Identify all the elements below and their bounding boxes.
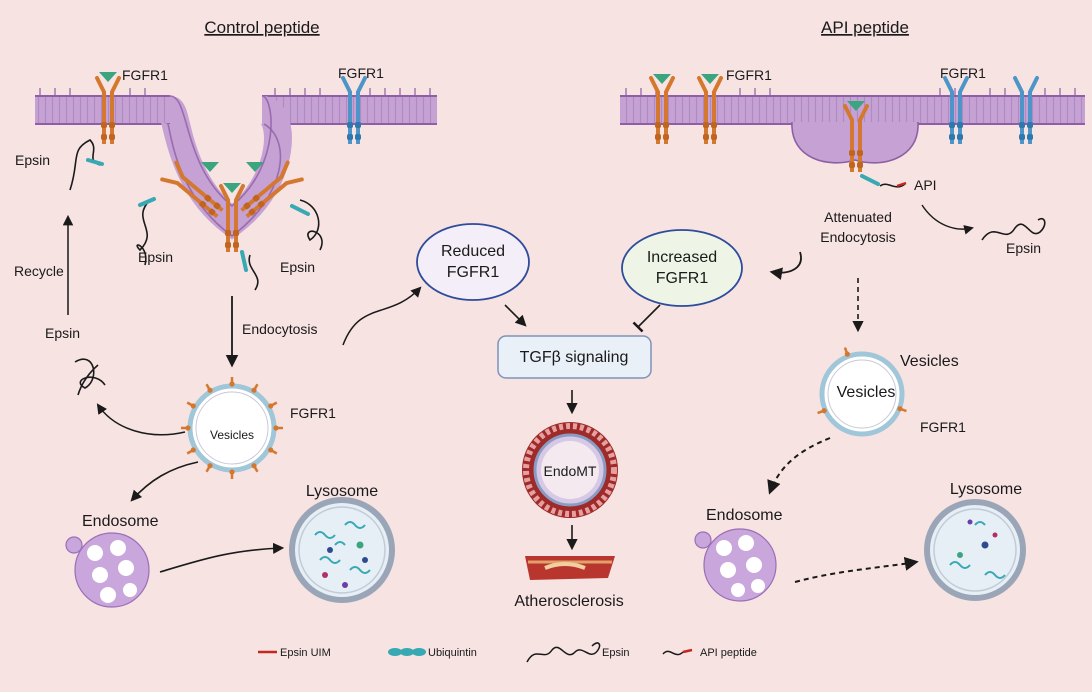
epsin-release-arrow (96, 403, 186, 436)
to-lysosome-arrow-left (159, 542, 285, 573)
endosome-label-right: Endosome (706, 507, 783, 524)
reduced-label-line1: Reduced (441, 243, 505, 260)
ubiquitin-icon-1 (86, 158, 104, 166)
tgfb-signaling-label: TGFβ signaling (520, 349, 629, 366)
vesicles-label-right-outer: Vesicles (900, 353, 959, 370)
epsin-release-arrow-right (921, 204, 974, 235)
attenuated-label-line2: Endocytosis (820, 229, 895, 245)
endosome-left (65, 532, 150, 608)
atherosclerosis-label: Atherosclerosis (514, 593, 623, 610)
epsin-label-c: Epsin (280, 259, 315, 275)
tgfb-signaling-box (497, 335, 652, 379)
right-cell-membrane (620, 88, 1085, 164)
control-peptide-title: Control peptide (204, 18, 319, 37)
legend-ubiquitin-label: Ubiquintin (428, 647, 477, 659)
fgfr1-label-right-a: FGFR1 (726, 67, 772, 83)
increased-label-line2: FGFR1 (656, 270, 709, 287)
legend-uim-label: Epsin UIM (280, 647, 331, 659)
legend-epsin-label: Epsin (602, 647, 630, 659)
endosome-label-left: Endosome (82, 513, 159, 530)
epsin-squiggle-right (981, 217, 1046, 241)
fgfr1-vesicle-label-right: FGFR1 (920, 419, 966, 435)
reduced-label-line2: FGFR1 (447, 264, 500, 281)
lysosome-right (924, 499, 1026, 601)
reduced-fgfr1-node (416, 223, 530, 301)
epsin-label-free: Epsin (45, 325, 80, 341)
endosome-right (694, 528, 777, 602)
epsin-squiggles-left (69, 139, 323, 291)
fgf-ligand-icon-right-2 (701, 74, 719, 84)
vesicle-right (819, 351, 905, 437)
fgfr1-vesicle-label-left: FGFR1 (290, 405, 336, 421)
epsin-label-a: Epsin (15, 152, 50, 168)
api-label: API (914, 177, 937, 193)
to-reduced-arrow (342, 286, 422, 346)
ubiquitin-icon-right (860, 174, 880, 186)
ubiquitin-icon-3 (290, 204, 310, 216)
api-peptide-title: API peptide (821, 18, 909, 37)
fgfr1-label-left-top: FGFR1 (122, 67, 168, 83)
fgf-ligand-icon (99, 72, 117, 82)
legend-ubiquitin-swatch (388, 648, 426, 656)
to-endosome-arrow-left (130, 461, 199, 502)
vesicles-label-right-inner: Vesicles (837, 384, 896, 401)
endomt-vessel-icon (522, 422, 618, 518)
to-lysosome-arrow-right (794, 556, 919, 583)
legend-api-uim-swatch (682, 648, 693, 654)
legend: Epsin UIM Ubiquintin Epsin API peptide (258, 642, 757, 663)
legend-epsin-swatch (526, 642, 601, 663)
lysosome-left (289, 497, 395, 603)
to-increased-arrow (769, 251, 802, 280)
attenuated-label-line1: Attenuated (824, 209, 892, 225)
epsin-label-b: Epsin (138, 249, 173, 265)
ubiquitin-icon-4 (240, 250, 248, 272)
fgfr1-label-right-b: FGFR1 (940, 65, 986, 81)
fgfr1-label-left-right: FGFR1 (338, 65, 384, 81)
ubiquitin-icon-2 (138, 197, 156, 207)
recycle-label: Recycle (14, 263, 64, 279)
to-endosome-arrow-right (767, 437, 831, 495)
lysosome-label-left: Lysosome (306, 483, 378, 500)
endomt-label: EndoMT (544, 463, 597, 479)
reduced-to-tgfb-arrow (504, 304, 527, 327)
epsin-free-squiggle (74, 358, 106, 396)
legend-api-label: API peptide (700, 647, 757, 659)
vesicles-label-left: Vesicles (210, 428, 254, 442)
increased-label-line1: Increased (647, 249, 717, 266)
increased-inhibits-tgfb (632, 304, 661, 333)
atherosclerosis-artery-icon (525, 556, 615, 580)
endocytosis-label: Endocytosis (242, 321, 317, 337)
legend-api-swatch (662, 650, 684, 656)
epsin-label-right: Epsin (1006, 240, 1041, 256)
lysosome-label-right: Lysosome (950, 481, 1022, 498)
api-uim-icon (896, 181, 907, 188)
fgf-ligand-icon-right-1 (653, 74, 671, 84)
increased-fgfr1-node (621, 229, 743, 307)
